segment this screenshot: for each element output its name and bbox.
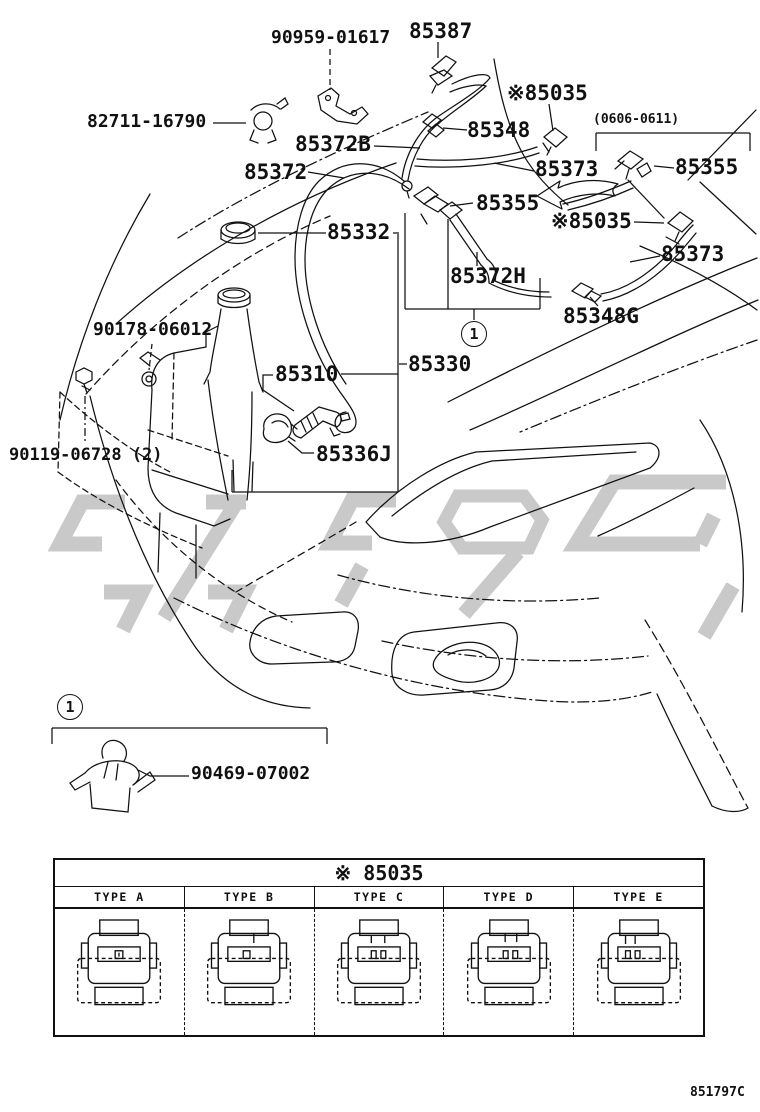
connector-type-c-art [336, 919, 422, 1006]
part-label-85348: 85348 [467, 118, 531, 142]
col-type-a: TYPE A [55, 887, 185, 907]
washer-tank-art [57, 287, 351, 579]
nozzle-type-table: ※ 85035 TYPE A TYPE B TYPE C TYPE D TYPE… [53, 858, 705, 1037]
part-label-85330: 85330 [408, 352, 472, 376]
callout-circle-1-upper: 1 [461, 321, 487, 347]
watermark-logo [47, 474, 740, 640]
part-label-85372B: 85372B [295, 132, 371, 156]
part-label-85348G: 85348G [563, 304, 639, 328]
part-label-85332: 85332 [327, 220, 391, 244]
part-label-85372: 85372 [244, 160, 308, 184]
cell-type-c [315, 909, 445, 1035]
part-label-90959-01617: 90959-01617 [271, 27, 391, 48]
part-label-85373-upper: 85373 [535, 157, 599, 181]
col-type-d: TYPE D [444, 887, 575, 907]
connector-type-e-art [596, 919, 681, 1006]
drawing-code: 851797C [690, 1085, 745, 1100]
table-header-85035: ※ 85035 [55, 860, 703, 887]
cell-type-d [444, 909, 575, 1035]
part-label-85387: 85387 [409, 19, 473, 43]
part-label-90178-06012: 90178-06012 [93, 319, 213, 340]
part-label-85035-a: ※85035 [507, 81, 588, 105]
part-label-90119-06728: 90119-06728 (2) [9, 445, 163, 465]
col-type-c: TYPE C [315, 887, 445, 907]
connector-type-a-art [77, 919, 162, 1006]
col-type-b: TYPE B [185, 887, 315, 907]
part-label-85336J: 85336J [316, 442, 392, 466]
part-label-85372H: 85372H [450, 264, 526, 288]
connector-type-d-art [466, 919, 551, 1006]
date-range-label: (0606-0611) [593, 112, 680, 127]
part-label-82711-16790: 82711-16790 [87, 111, 207, 132]
hose-assembly-art [69, 55, 697, 813]
part-label-90469-07002: 90469-07002 [191, 763, 311, 784]
col-type-e: TYPE E [613, 890, 664, 904]
part-label-85310: 85310 [275, 362, 339, 386]
cell-type-a [55, 909, 185, 1035]
part-label-85035-b: ※85035 [551, 209, 632, 233]
part-label-85373-lower: 85373 [661, 242, 725, 266]
table-column-row: TYPE A TYPE B TYPE C TYPE D TYPE E [55, 887, 703, 909]
arrow-left-icon [536, 179, 619, 210]
callout-circle-1-lower: 1 [57, 694, 83, 720]
part-label-85355-right: 85355 [675, 155, 739, 179]
cell-type-b [185, 909, 315, 1035]
leader-lines [51, 42, 751, 777]
cell-type-e [574, 909, 703, 1035]
part-label-85355-mid: 85355 [476, 191, 540, 215]
car-body-art [59, 58, 759, 813]
connector-type-b-art [207, 919, 292, 1006]
